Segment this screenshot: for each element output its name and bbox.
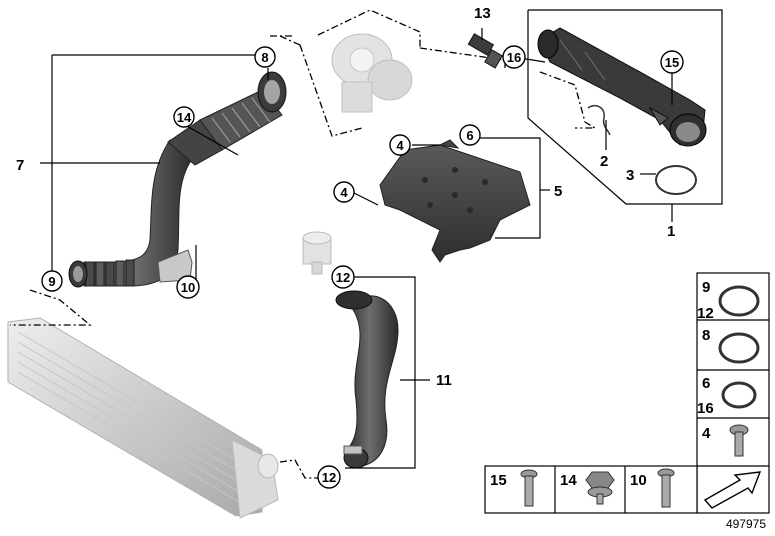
legend-r3-top: 6 [702, 375, 710, 392]
callout-9: 9 [41, 270, 63, 292]
svg-text:16: 16 [507, 50, 521, 65]
svg-text:12: 12 [322, 470, 336, 485]
bracket-1 [527, 9, 723, 205]
bolt-15 [520, 469, 538, 507]
nut-14 [585, 471, 615, 505]
sensor-ghost [302, 231, 332, 275]
label-13: 13 [474, 5, 491, 22]
svg-text:4: 4 [396, 138, 404, 153]
pipe-dash-link [539, 71, 598, 129]
o-ring-9-12 [718, 285, 760, 317]
legend-r1-top: 9 [702, 279, 710, 296]
svg-text:15: 15 [665, 55, 679, 70]
turbocharger-ghost [331, 33, 413, 113]
intercooler-dash-lower [279, 459, 320, 479]
bolt-10 [657, 468, 675, 508]
pressure-sensor [467, 33, 503, 69]
clamp-ring-3 [655, 165, 697, 195]
label-7: 7 [16, 157, 24, 174]
charge-air-pipe [537, 27, 707, 147]
callout-10: 10 [176, 275, 200, 299]
hose-top-dash [279, 35, 301, 46]
charge-air-hose-upper [68, 71, 287, 288]
svg-text:6: 6 [466, 128, 473, 143]
turbo-hose-dash-link [299, 44, 363, 137]
legend-r3-bot: 16 [697, 400, 714, 417]
bracket-11 [345, 276, 416, 469]
callout-4-lower: 4 [333, 181, 355, 203]
legend-r4: 4 [702, 425, 711, 442]
charge-air-hose-lower [335, 290, 399, 469]
heat-shield-plate [379, 139, 531, 263]
clip-part-2 [587, 104, 611, 136]
label-3: 3 [626, 167, 634, 184]
direction-arrow-icon [703, 471, 762, 509]
screw-4 [729, 424, 749, 457]
legend-r2: 8 [702, 327, 710, 344]
intercooler-dash-upper [10, 289, 92, 326]
label-1: 1 [667, 223, 675, 240]
svg-text:9: 9 [48, 274, 55, 289]
callout-15: 15 [660, 50, 684, 74]
legend-b10: 10 [630, 472, 647, 489]
svg-text:14: 14 [177, 110, 192, 125]
turbo-dash-link [317, 9, 421, 48]
legend-r1-bot: 12 [697, 305, 714, 322]
hose-corrugation [85, 259, 135, 287]
callout-12-upper: 12 [331, 265, 355, 289]
legend-column: 9 12 8 6 16 4 [696, 272, 770, 514]
bracket-5 [470, 137, 541, 239]
label-11: 11 [436, 372, 452, 389]
callout-16: 16 [502, 45, 526, 69]
intercooler-ghost [7, 317, 279, 519]
callout-8: 8 [254, 46, 276, 68]
callout-12-lower: 12 [317, 465, 341, 489]
callout-6: 6 [459, 124, 481, 146]
callout-14: 14 [173, 106, 195, 128]
legend-b15: 15 [490, 472, 507, 489]
leader-4b [351, 191, 379, 206]
diagram-id: 497975 [726, 517, 766, 531]
o-ring-6-16 [721, 381, 757, 409]
svg-text:10: 10 [181, 280, 195, 295]
svg-text:8: 8 [261, 50, 268, 65]
legend-bottom-row: 15 14 10 [484, 465, 698, 514]
legend-b14: 14 [560, 472, 577, 489]
svg-text:4: 4 [340, 185, 348, 200]
leader-14 [184, 124, 239, 156]
label-2: 2 [600, 153, 608, 170]
label-5: 5 [554, 183, 562, 200]
o-ring-8 [718, 332, 760, 364]
svg-text:12: 12 [336, 270, 350, 285]
callout-4-upper: 4 [389, 134, 411, 156]
